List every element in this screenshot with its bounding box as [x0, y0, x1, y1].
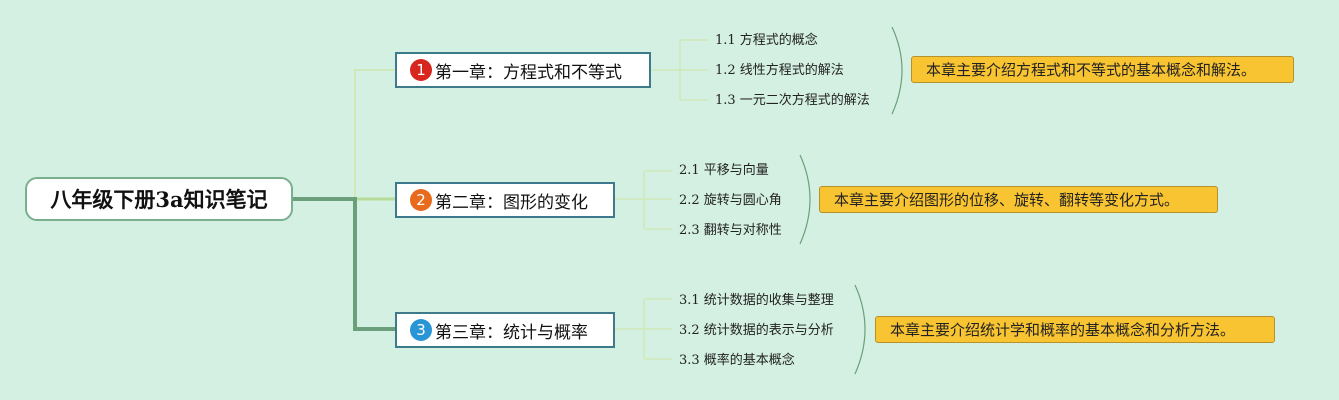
chapter-summary[interactable]: 本章主要介绍统计学和概率的基本概念和分析方法。	[875, 316, 1275, 343]
brace-ch3	[854, 284, 866, 375]
chapter-title: 第一章：方程式和不等式	[435, 62, 622, 83]
chapter-1-node[interactable]: 1 第一章：方程式和不等式	[395, 52, 651, 88]
chapter-2-node[interactable]: 2 第二章：图形的变化	[395, 182, 615, 218]
root-topic[interactable]: 八年级下册3a知识笔记	[25, 177, 293, 221]
chapter-title: 第二章：图形的变化	[435, 192, 588, 213]
link-ch3-sections	[614, 298, 672, 360]
link-root-ch3	[293, 197, 396, 331]
link-root-ch1	[293, 69, 396, 200]
section-item[interactable]: 3.1 统计数据的收集与整理	[679, 293, 834, 308]
section-item[interactable]: 2.3 翻转与对称性	[679, 223, 782, 238]
link-ch2-sections	[614, 170, 672, 230]
chapter-number-badge: 3	[410, 319, 432, 341]
chapter-number-badge: 1	[410, 59, 432, 81]
brace-ch2	[799, 154, 811, 245]
chapter-summary[interactable]: 本章主要介绍图形的位移、旋转、翻转等变化方式。	[819, 186, 1218, 213]
section-item[interactable]: 3.2 统计数据的表示与分析	[679, 323, 834, 338]
link-ch1-sections	[650, 39, 708, 101]
section-item[interactable]: 1.1 方程式的概念	[715, 33, 818, 48]
section-item[interactable]: 2.2 旋转与圆心角	[679, 193, 782, 208]
chapter-number-badge: 2	[410, 189, 432, 211]
section-item[interactable]: 2.1 平移与向量	[679, 163, 769, 178]
chapter-summary[interactable]: 本章主要介绍方程式和不等式的基本概念和解法。	[911, 56, 1294, 83]
section-item[interactable]: 1.2 线性方程式的解法	[715, 63, 844, 78]
chapter-title: 第三章：统计与概率	[435, 322, 588, 343]
section-item[interactable]: 3.3 概率的基本概念	[679, 353, 795, 368]
chapter-3-node[interactable]: 3 第三章：统计与概率	[395, 312, 615, 348]
section-item[interactable]: 1.3 一元二次方程式的解法	[715, 93, 870, 108]
brace-ch1	[891, 26, 903, 115]
